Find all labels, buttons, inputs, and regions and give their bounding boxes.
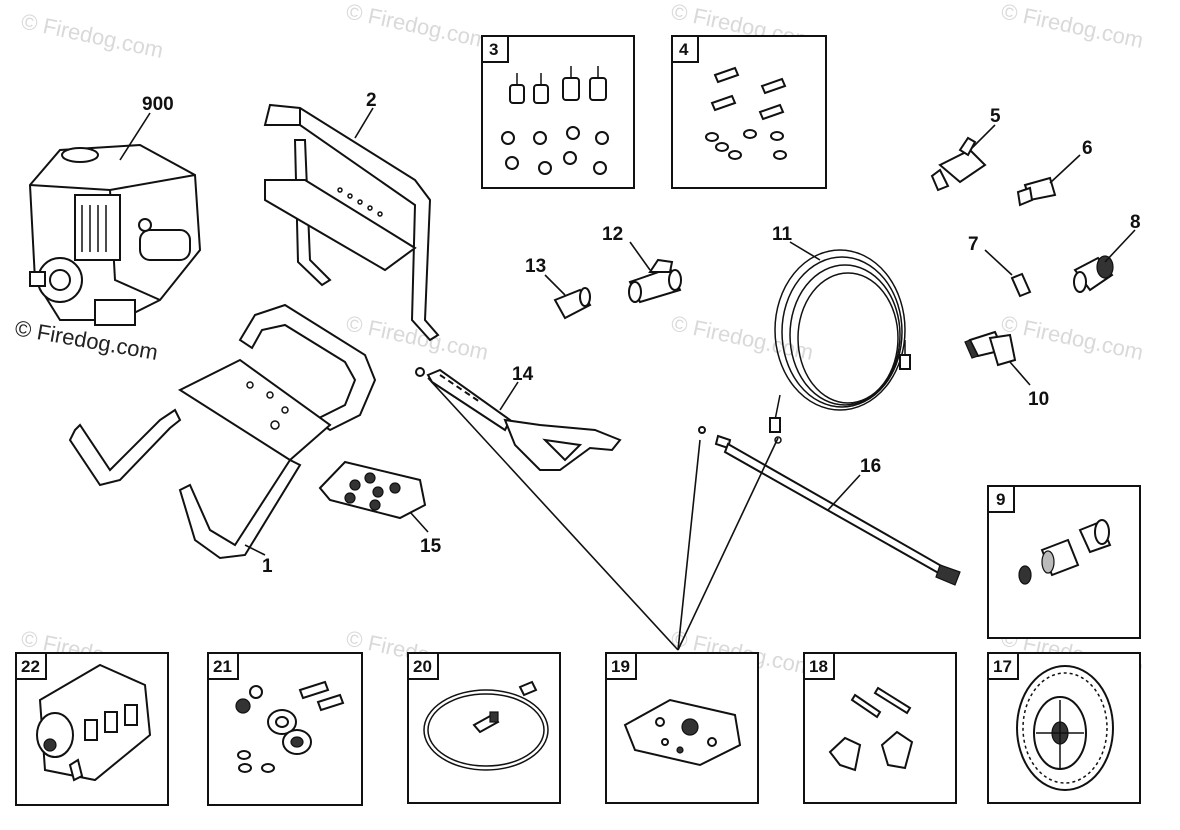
kit-19-leaders: [427, 377, 779, 651]
leader-7: [984, 249, 1013, 276]
hardware-kit-illustration: [318, 460, 427, 520]
elbow-adapter-illustration: [964, 330, 1017, 367]
part-number-2: 2: [366, 90, 377, 111]
kit-number-9: 9: [996, 490, 1005, 509]
leader-1: [244, 544, 266, 556]
leader-5: [971, 124, 996, 149]
part-number-7: 7: [968, 234, 979, 255]
part-number-8: 8: [1130, 212, 1141, 233]
part-number-16: 16: [860, 456, 881, 477]
kit-box-20: 20: [407, 652, 561, 804]
faint-watermark: © Firedog.com: [344, 0, 491, 53]
kit-box-9: 9: [987, 485, 1141, 639]
bushing-illustration: [553, 287, 592, 320]
faint-watermark: © Firedog.com: [19, 8, 166, 63]
leader-10: [1009, 361, 1031, 386]
kit-box-21: 21: [207, 652, 363, 806]
part-number-12: 12: [602, 224, 623, 245]
kit-number-21: 21: [213, 657, 232, 676]
part-number-14: 14: [512, 364, 534, 385]
kit-number-3: 3: [489, 40, 498, 59]
part-number-15: 15: [420, 536, 442, 557]
kit-4-items: [705, 66, 787, 160]
kit-19-items: [623, 698, 742, 767]
leader-11: [789, 241, 821, 261]
part-number-10: 10: [1028, 389, 1049, 410]
kit-22-items: [36, 663, 152, 782]
part-number-900: 900: [142, 94, 174, 115]
spray-wand-illustration: [698, 426, 961, 586]
part-number-1: 1: [262, 556, 273, 577]
kit-3-items: [501, 66, 609, 175]
leader-8: [1104, 229, 1136, 263]
leader-900: [119, 112, 151, 161]
kit-number-4: 4: [679, 40, 689, 59]
kit-number-17: 17: [993, 657, 1012, 676]
leader-14: [499, 381, 519, 411]
kit-box-4: 4: [671, 35, 827, 189]
kit-number-22: 22: [21, 657, 40, 676]
leader-2: [354, 107, 374, 139]
kit-18-items: [828, 686, 914, 772]
barb-fitting-illustration: [930, 136, 987, 192]
kit-21-items: [235, 680, 345, 773]
faint-watermark: © Firedog.com: [999, 0, 1146, 53]
leader-13: [544, 274, 566, 296]
leader-15: [409, 511, 429, 533]
part-number-6: 6: [1082, 138, 1093, 159]
leader-6: [1049, 154, 1081, 184]
faint-watermark: © Firedog.com: [999, 310, 1146, 365]
nipple-fitting-illustration: [1010, 272, 1032, 298]
kit-20-items: [423, 680, 549, 771]
tee-fitting-illustration: [628, 258, 682, 304]
kit-9-items: [1018, 519, 1112, 585]
leader-12: [629, 241, 651, 271]
kit-number-20: 20: [413, 657, 432, 676]
kit-number-18: 18: [809, 657, 828, 676]
handle-illustration: [263, 103, 440, 342]
wheel-illustration: [1016, 665, 1114, 791]
faint-watermark: © Firedog.com: [669, 310, 816, 365]
coupler-illustration: [1073, 255, 1114, 293]
frame-illustration: [68, 303, 377, 560]
kit-box-19: 19: [605, 652, 759, 804]
engine-illustration: [28, 143, 202, 326]
watermark: © Firedog.com: [13, 315, 160, 365]
kit-box-18: 18: [803, 652, 957, 804]
leader-16: [827, 474, 861, 511]
kit-box-3: 3: [481, 35, 635, 189]
kit-number-19: 19: [611, 657, 630, 676]
elbow-fitting-illustration: [1016, 176, 1057, 207]
part-number-11: 11: [772, 224, 793, 245]
part-number-5: 5: [990, 106, 1001, 127]
kit-box-22: 22: [15, 652, 169, 806]
part-number-13: 13: [525, 256, 546, 277]
kit-box-17: 17: [987, 652, 1141, 804]
hose-illustration: [769, 249, 911, 444]
